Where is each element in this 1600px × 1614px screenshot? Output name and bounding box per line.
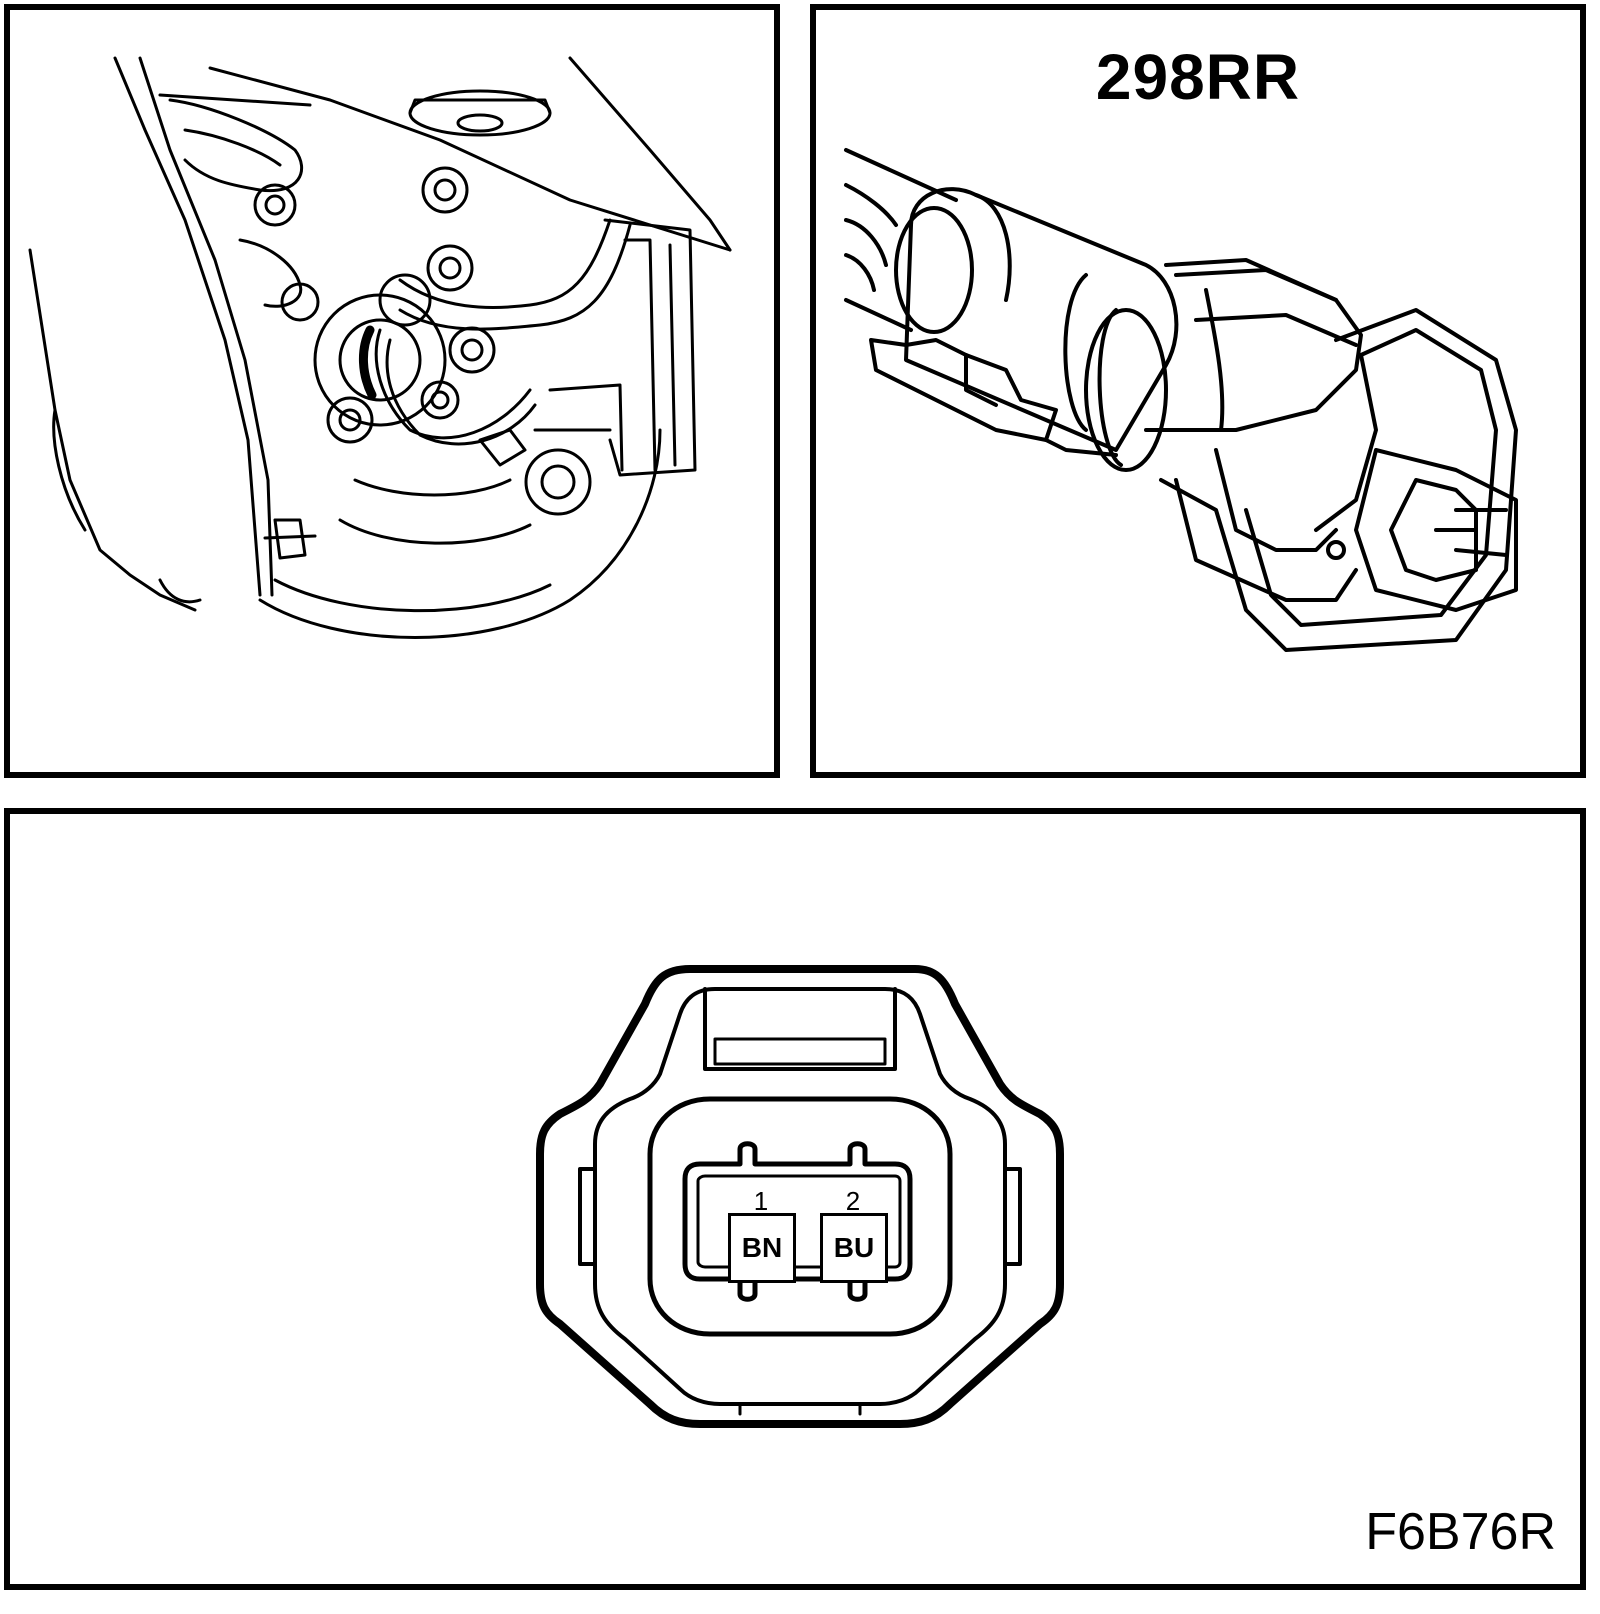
pin-1-number: 1 [753,1186,769,1216]
wheel-hub-location-drawing [28,56,732,639]
connector-drawing [844,148,1518,652]
location-illustration-panel [4,4,780,778]
connector-code: 298RR [1095,41,1301,113]
pin-2-wire-color: BU [820,1213,888,1283]
figure-id: F6B76R [1365,1503,1556,1561]
connector-pinout-panel: 1 2 BN BU F6B76R [4,808,1586,1590]
pin-2-number: 2 [845,1186,861,1216]
pin-1-wire-color: BN [728,1213,796,1283]
connector-illustration-panel: 298RR [810,4,1586,778]
connector-face-outline [536,965,1064,1428]
